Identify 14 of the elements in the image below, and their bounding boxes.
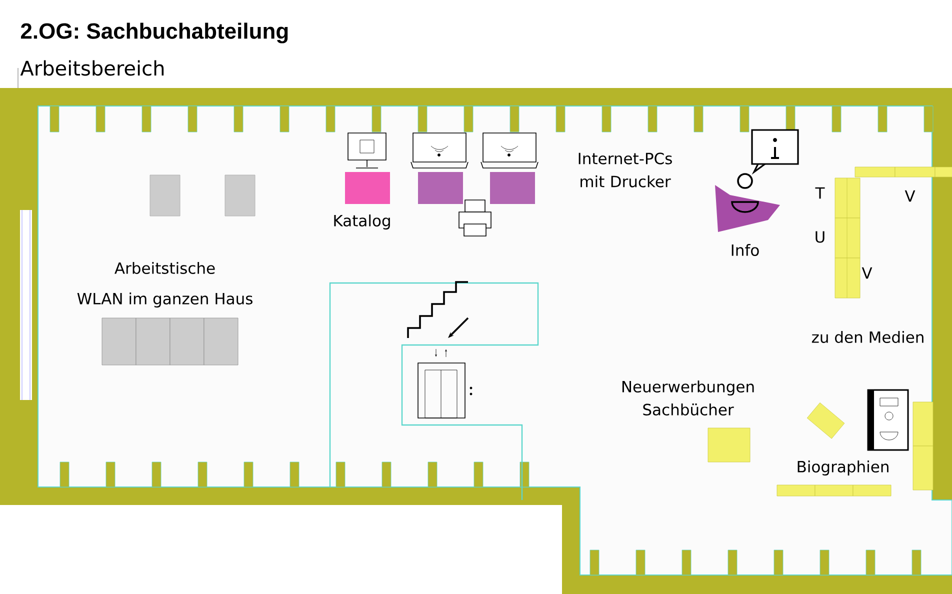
area-label: Arbeitstische [114, 262, 215, 274]
area-label: WLAN im ganzen Haus [77, 292, 252, 308]
shelf-letter: U [816, 231, 824, 243]
area-label: zu den Medien [812, 331, 924, 343]
shelf-letter: V [904, 190, 916, 202]
title: 2.OG: Sachbuchabteilung [20, 22, 288, 44]
area-label: Katalog [334, 214, 390, 230]
area-label: Info [732, 244, 759, 256]
section-heading: Arbeitsbereich [20, 60, 164, 76]
area-label: Biographien [798, 460, 888, 476]
area-label: Internet-PCs mit Drucker [578, 152, 672, 188]
shelf-letter: T [815, 187, 825, 199]
shelf-letter: V [862, 267, 872, 279]
area-label: Neuerwerbungen Sachbücher [622, 380, 754, 416]
